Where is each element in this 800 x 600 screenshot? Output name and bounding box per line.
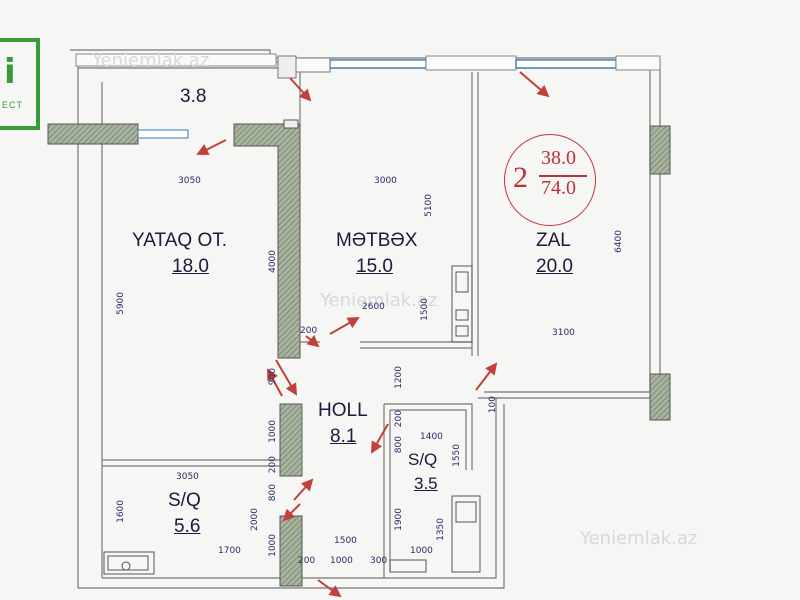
dim-800-a: 800: [394, 436, 404, 454]
hall-area: 8.1: [330, 426, 357, 447]
dim-1200: 1200: [394, 366, 404, 389]
kitchen-name: MƏTBƏX: [336, 230, 418, 251]
bath2-name: S/Q: [408, 450, 438, 469]
dim-900: 900: [268, 368, 278, 386]
dim-300: 300: [370, 556, 388, 566]
dim-living-width: 3100: [552, 328, 575, 338]
top-windows: [75, 53, 661, 79]
summary-rooms: 2: [513, 161, 528, 194]
fixtures: [103, 265, 481, 575]
dim-800-b: 800: [268, 484, 278, 502]
dim-bath1-width: 3050: [176, 472, 199, 482]
dim-100: 100: [488, 396, 498, 414]
watermark-middle: Yeniemlak.az: [320, 290, 438, 311]
dim-1500-b: 1500: [334, 536, 357, 546]
dim-1550: 1550: [452, 444, 462, 467]
dim-2000: 2000: [250, 508, 260, 531]
dim-kitchen-height: 5100: [424, 194, 434, 217]
brand-logo-glyph: i: [4, 52, 16, 92]
dim-200-c: 200: [394, 410, 404, 428]
watermark-top: Yeniemlak.az: [92, 50, 210, 71]
living-name: ZAL: [536, 230, 571, 251]
bath1-area: 5.6: [174, 516, 201, 537]
dim-1900: 1900: [394, 508, 404, 531]
door-arrows: [196, 71, 550, 598]
dim-1350: 1350: [436, 518, 446, 541]
dim-1000-a: 1000: [268, 420, 278, 443]
outer-walls: [70, 49, 661, 589]
summary-living-area: 38.0: [541, 147, 576, 169]
dim-200-b: 200: [268, 456, 278, 474]
summary-badge: 2 38.0 74.0: [504, 134, 596, 226]
dim-bedroom-height: 5900: [116, 292, 126, 315]
dim-1000-d: 1000: [410, 546, 433, 556]
dim-200-d: 200: [298, 556, 316, 566]
bath2-area: 3.5: [414, 474, 438, 493]
bath1-name: S/Q: [168, 490, 201, 511]
summary-total-area: 74.0: [541, 177, 576, 199]
brand-logo-text: ECT: [2, 100, 23, 110]
watermark-bottom: Yeniemlak.az: [580, 528, 698, 549]
dim-bedroom-width: 3050: [178, 176, 201, 186]
dim-wall-4000: 4000: [268, 250, 278, 273]
brand-logo: i ECT: [0, 38, 40, 130]
bedroom-area: 18.0: [172, 256, 209, 277]
dim-1000-b: 1000: [268, 534, 278, 557]
balcony-area: 3.8: [180, 86, 207, 107]
summary-divider: [539, 175, 587, 177]
dim-1400: 1400: [420, 432, 443, 442]
bedroom-name: YATAQ OT.: [132, 230, 228, 251]
dim-kitchen-width: 3000: [374, 176, 397, 186]
dim-living-height: 6400: [614, 230, 624, 253]
living-area: 20.0: [536, 256, 573, 277]
dim-1600: 1600: [116, 500, 126, 523]
dim-200-a: 200: [300, 326, 318, 336]
dim-1500-a: 1500: [420, 298, 430, 321]
kitchen-area: 15.0: [356, 256, 393, 277]
inner-walls: [102, 72, 479, 578]
dim-1700: 1700: [218, 546, 241, 556]
hall-name: HOLL: [318, 400, 368, 421]
dim-2600: 2600: [362, 302, 385, 312]
dim-1000-c: 1000: [330, 556, 353, 566]
hatched-walls: [47, 119, 671, 587]
